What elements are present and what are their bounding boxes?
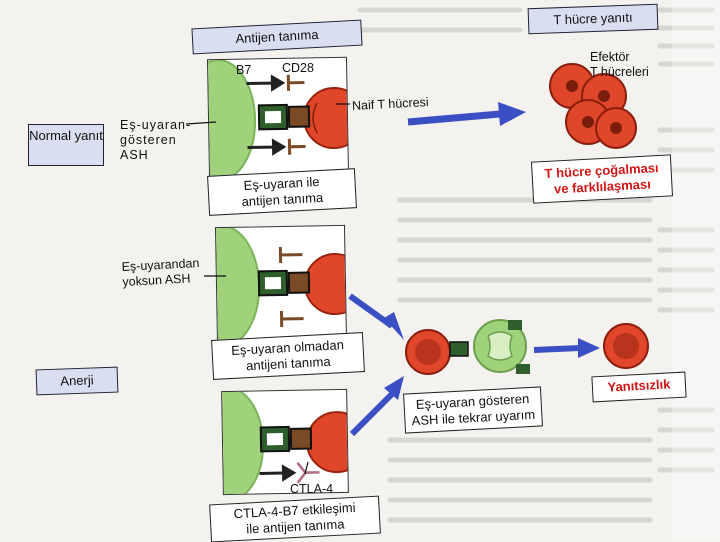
apc-pointer-1 [186, 122, 216, 124]
unresponsive-t-cell [604, 324, 648, 368]
arrow-panel2-to-anergy [350, 296, 404, 340]
rechallenge-apc [450, 320, 530, 374]
arrow-panel3-to-anergy [352, 376, 404, 434]
arrow-to-unresponsive [534, 338, 600, 358]
rechallenge-caption: Eş-uyaran gösteren ASH ile tekrar uyarım [403, 386, 543, 433]
arrow-to-effector [408, 102, 526, 126]
ctla4-pointer [305, 462, 308, 474]
unresponsiveness-result-box: Yanıtsızlık [591, 372, 686, 403]
anergic-t-cell [406, 330, 450, 374]
proliferation-result-box: T hücre çoğalması ve farklılaşması [531, 154, 673, 203]
effector-t-cells-label: Efektör T hücreleri [590, 50, 649, 80]
